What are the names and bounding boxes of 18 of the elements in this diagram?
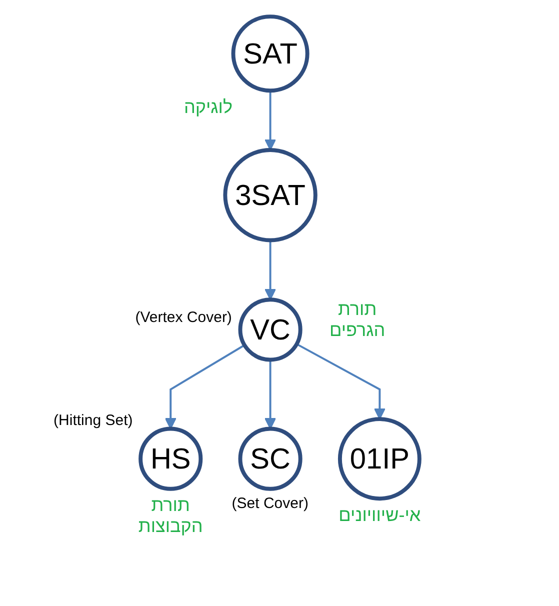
node-circle: SC [238,426,302,491]
node-caption: (Set Cover) [232,494,308,512]
category-label: תורת הגרפים [328,298,386,341]
node-circle: 3SAT [223,148,318,242]
category-label: אי-שיוויונים [338,504,422,526]
node-circle: 01IP [338,417,422,501]
category-label: לוגיקה [182,96,234,118]
arrow [264,90,276,151]
node-circle: VC [238,298,302,362]
arrow [264,360,276,430]
node-circle: HS [138,426,203,491]
arrow [164,344,246,430]
arrow [296,343,386,420]
node-circle: SAT [231,14,310,93]
node-caption: (Hitting Set) [54,412,133,429]
category-label: תורת הקבוצות [137,494,204,537]
node-caption: (Vertex Cover) [135,309,232,326]
arrow [264,240,276,300]
